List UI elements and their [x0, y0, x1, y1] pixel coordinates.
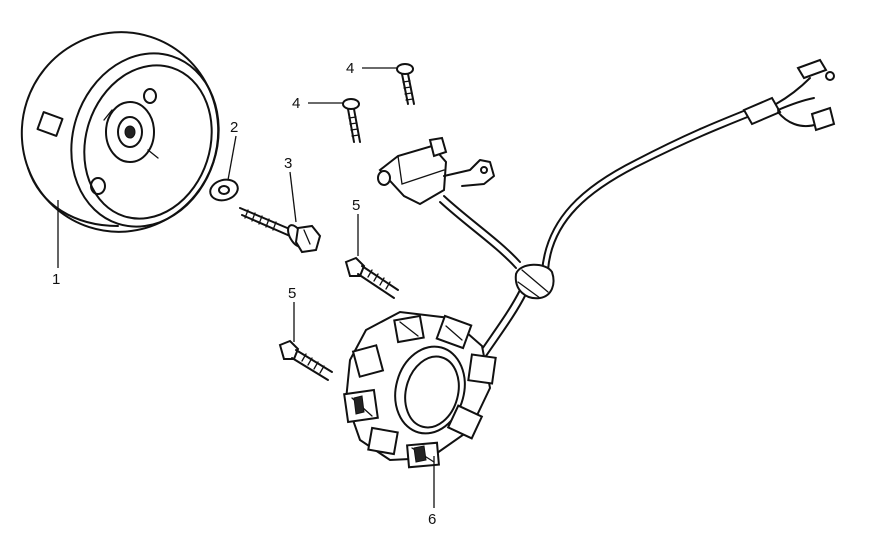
screw-lower [342, 98, 361, 143]
bolt-right [344, 256, 399, 299]
callout-4-lower: 4 [292, 95, 300, 112]
callout-3: 3 [284, 155, 292, 172]
callout-1: 1 [52, 271, 60, 288]
callout-5-left: 5 [288, 285, 296, 302]
pickup-coil [377, 136, 495, 206]
callout-6: 6 [428, 511, 436, 528]
leader-lines [57, 67, 435, 508]
callout-5-right: 5 [352, 197, 360, 214]
stator-assembly [343, 310, 497, 469]
callout-4-upper: 4 [346, 60, 354, 77]
bolt-left [278, 339, 333, 381]
callout-2: 2 [230, 119, 238, 136]
washer [209, 178, 239, 202]
screw-upper [396, 63, 415, 105]
flywheel-rotor [20, 31, 220, 233]
wiring-harness [439, 58, 836, 357]
flange-bolt [239, 207, 322, 254]
